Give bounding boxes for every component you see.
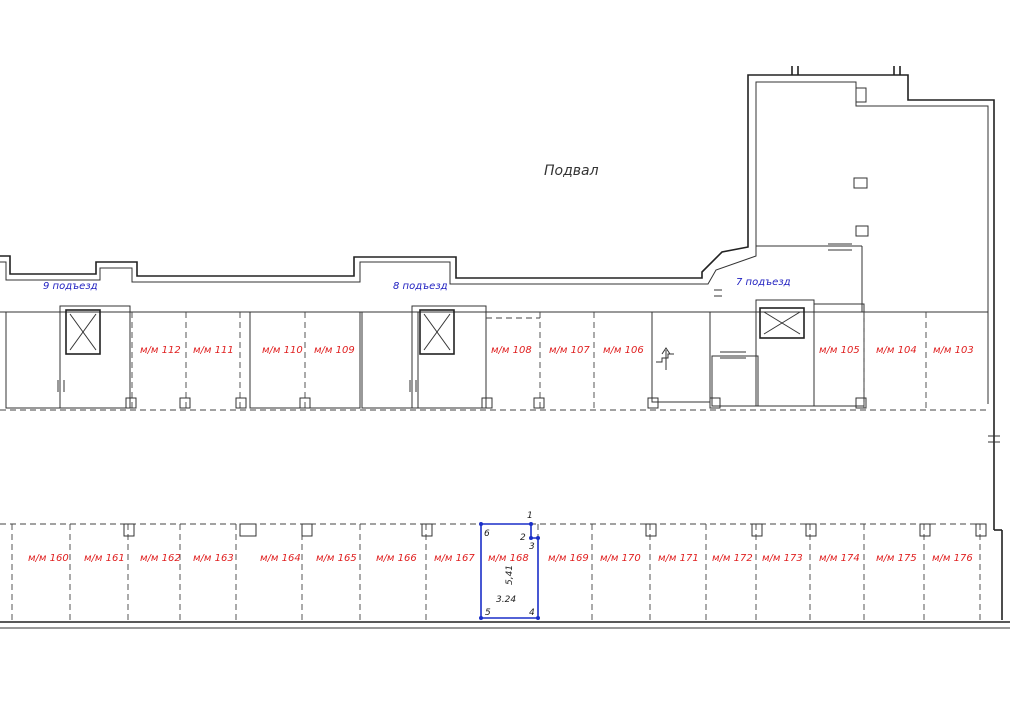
vertex-label-5: 5 — [485, 608, 491, 618]
entrance-label-7: 7 подъезд — [736, 277, 791, 288]
vertex-label-1: 1 — [527, 511, 533, 521]
parking-space-label: м/м 160 — [28, 553, 69, 564]
floor-title: Подвал — [544, 163, 599, 179]
parking-space-label: м/м 162 — [140, 553, 181, 564]
parking-space-label: м/м 176 — [932, 553, 973, 564]
parking-space-label: м/м 174 — [819, 553, 860, 564]
parking-space-label: м/м 112 — [140, 345, 181, 356]
upper-space-labels: м/м 112 м/м 111 м/м 110 м/м 109 м/м 108 м/м 1… — [140, 345, 974, 356]
parking-space-label: м/м 107 — [549, 345, 590, 356]
vertex-label-4: 4 — [529, 608, 535, 618]
parking-space-label: м/м 165 — [316, 553, 357, 564]
parking-space-label: м/м 169 — [548, 553, 589, 564]
parking-space-label: м/м 175 — [876, 553, 917, 564]
vertex-label-3: 3 — [529, 542, 535, 552]
parking-space-label: м/м 161 — [84, 553, 125, 564]
vertex-label-6: 6 — [484, 529, 490, 539]
parking-space-label: м/м 104 — [876, 345, 917, 356]
parking-space-label: м/м 111 — [193, 345, 234, 356]
upper-row-walls — [0, 243, 988, 411]
lower-row-walls — [0, 523, 988, 620]
lower-space-labels: м/м 160 м/м 161 м/м 162 м/м 163 м/м 164 м/м 1… — [28, 553, 973, 564]
parking-space-label: м/м 171 — [658, 553, 699, 564]
dimension-length: 5,41 — [505, 565, 515, 585]
building-outline — [0, 66, 1010, 629]
vertex-label-2: 2 — [520, 533, 526, 543]
parking-space-label: м/м 167 — [434, 553, 475, 564]
parking-space-label: м/м 106 — [603, 345, 644, 356]
entrance-label-9: 9 подъезд — [43, 281, 98, 292]
parking-space-label: м/м 105 — [819, 345, 860, 356]
parking-space-label: м/м 173 — [762, 553, 803, 564]
parking-space-label: м/м 110 — [262, 345, 303, 356]
parking-space-label: м/м 163 — [193, 553, 234, 564]
parking-space-label: м/м 109 — [314, 345, 355, 356]
parking-space-label: м/м 164 — [260, 553, 301, 564]
highlighted-space-168[interactable]: 1 2 3 4 5 6 5,41 3.24 — [479, 511, 540, 620]
entrance-label-8: 8 подъезд — [393, 281, 448, 292]
parking-space-label: м/м 172 — [712, 553, 753, 564]
parking-space-label: м/м 170 — [600, 553, 641, 564]
parking-space-label: м/м 168 — [488, 553, 529, 564]
dimension-width: 3.24 — [496, 595, 516, 605]
parking-space-label: м/м 108 — [491, 345, 532, 356]
parking-space-label: м/м 103 — [933, 345, 974, 356]
parking-space-label: м/м 166 — [376, 553, 417, 564]
